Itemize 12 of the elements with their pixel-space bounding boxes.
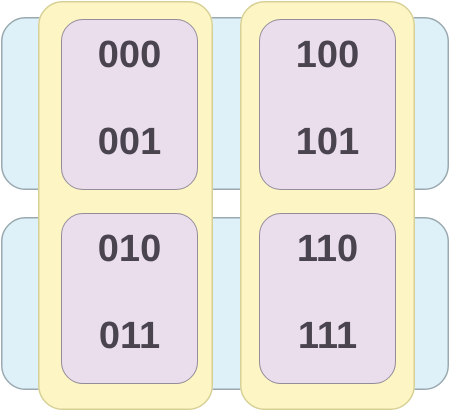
binary-code: 110 [296, 230, 358, 268]
binary-code: 100 [296, 36, 360, 74]
binary-code: 111 [298, 317, 358, 355]
group-card [259, 213, 396, 384]
binary-code: 010 [98, 230, 162, 268]
binary-code: 011 [98, 317, 160, 355]
group-card [61, 213, 198, 384]
group-card [259, 19, 396, 190]
binary-code: 001 [98, 123, 162, 161]
binary-code: 000 [98, 36, 162, 74]
binary-code: 101 [296, 123, 360, 161]
group-card [61, 19, 198, 190]
